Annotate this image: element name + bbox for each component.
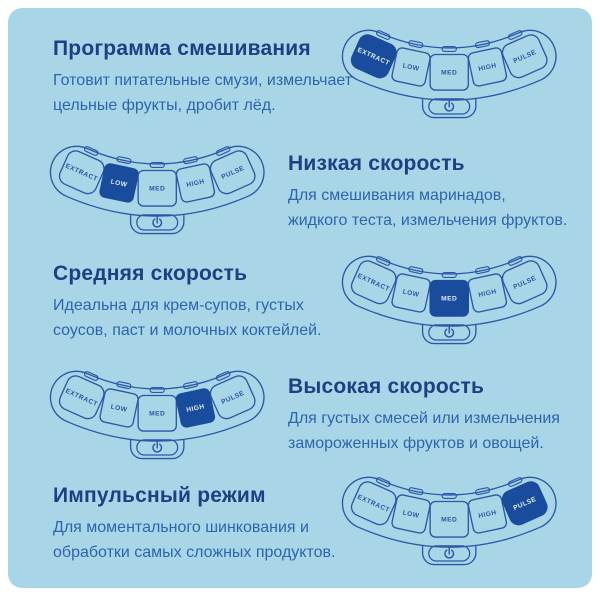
section-low-speed: Низкая скорость Для смешивания маринадов… [288, 152, 567, 233]
indicator-slot [441, 492, 457, 499]
section-description-line: Для моментального шинкования и [53, 519, 309, 536]
power-button [136, 214, 179, 231]
control-panel-pulse-active: EXTRACT LOW MED HIGH PULSE [341, 476, 557, 566]
button-extract: EXTRACT [350, 30, 397, 79]
indicator-slot [441, 271, 457, 278]
indicator-slot [215, 371, 231, 381]
button-med: MED [429, 492, 469, 538]
indicator-slot [83, 146, 99, 156]
indicator-slot [474, 487, 491, 496]
section-description-line: Для густых смесей или измельчения [288, 410, 560, 427]
button-label: MED [149, 185, 165, 192]
section-title: Низкая скорость [288, 152, 465, 175]
section-title: Средняя скорость [53, 262, 248, 285]
section-description-line: жидкого теста, измельчения фруктов. [288, 212, 568, 229]
indicator-slot [408, 266, 424, 275]
power-icon [444, 100, 455, 112]
button-label: HIGH [478, 509, 497, 520]
button-low: LOW [391, 266, 431, 313]
button-low: LOW [391, 487, 431, 534]
panel-band-fill [51, 371, 264, 441]
section-description-line: цельные фрукты, дробит лёд. [53, 97, 276, 114]
section-description-line: обработки самых сложных продуктов. [53, 544, 336, 561]
indicator-slot [375, 30, 391, 40]
indicator-slot [408, 487, 424, 496]
button-label: MED [441, 295, 457, 302]
panel-band-fill [51, 146, 264, 216]
indicator-slot [83, 371, 99, 381]
button-label: MED [149, 410, 165, 417]
button-med: MED [429, 45, 469, 91]
indicator-slot [474, 266, 491, 275]
button-label: MED [441, 69, 457, 76]
button-med: MED [137, 386, 177, 432]
control-panel-extract-active: EXTRACT LOW MED HIGH PULSE [341, 29, 557, 119]
button-label: LOW [402, 62, 420, 72]
button-med: MED [137, 161, 177, 207]
button-label: LOW [110, 178, 128, 188]
control-panel-low-active: EXTRACT LOW MED HIGH PULSE [49, 145, 265, 235]
button-high: HIGH [175, 156, 216, 203]
button-label: HIGH [186, 403, 205, 414]
section-mixing-program: Программа смешивания Готовит питательные… [53, 37, 352, 118]
power-icon [444, 326, 455, 338]
indicator-slot [182, 156, 199, 165]
indicator-slot [215, 146, 231, 156]
indicator-slot [375, 477, 391, 487]
section-description-line: Готовит питательные смузи, измельчает [53, 72, 353, 89]
indicator-slot [182, 381, 199, 390]
button-label: MED [441, 516, 457, 523]
button-pulse: PULSE [501, 477, 548, 526]
button-label: LOW [402, 288, 420, 298]
button-high: HIGH [467, 40, 508, 87]
section-title: Импульсный режим [53, 484, 266, 507]
section-title: Программа смешивания [53, 37, 311, 60]
section-description-line: Для смешивания маринадов, [288, 187, 506, 204]
section-title: Высокая скорость [288, 375, 485, 398]
button-label: HIGH [186, 178, 205, 189]
power-icon [444, 547, 455, 559]
power-icon [152, 216, 163, 228]
button-low: LOW [99, 156, 139, 203]
section-pulse-mode: Импульсный режим Для моментального шинко… [53, 484, 335, 565]
power-button [136, 439, 179, 456]
indicator-slot [441, 45, 457, 52]
button-low: LOW [99, 381, 139, 428]
indicator-slot [116, 381, 132, 390]
section-description-line: Идеальна для крем-супов, густых [53, 297, 304, 314]
button-high: HIGH [467, 487, 508, 534]
button-label: LOW [110, 403, 128, 413]
button-med: MED [429, 271, 469, 317]
indicator-slot [408, 40, 424, 49]
indicator-slot [507, 30, 523, 40]
indicator-slot [149, 161, 165, 168]
indicator-slot [116, 156, 132, 165]
indicator-slot [474, 40, 491, 49]
section-high-speed: Высокая скорость Для густых смесей или и… [288, 375, 560, 456]
button-label: HIGH [478, 62, 497, 73]
power-icon [152, 441, 163, 453]
control-panel-high-active: EXTRACT LOW MED HIGH PULSE [49, 370, 265, 460]
section-description-line: соусов, паст и молочных коктейлей. [53, 322, 322, 339]
button-label: HIGH [478, 288, 497, 299]
power-button [428, 545, 471, 562]
indicator-slot [507, 256, 523, 266]
button-high: HIGH [175, 381, 216, 428]
indicator-slot [149, 386, 165, 393]
power-button [428, 324, 471, 341]
button-low: LOW [391, 40, 431, 87]
indicator-slot [507, 477, 523, 487]
indicator-slot [375, 256, 391, 266]
power-button [428, 98, 471, 115]
button-high: HIGH [467, 266, 508, 313]
control-panel-med-active: EXTRACT LOW MED HIGH PULSE [341, 255, 557, 345]
button-label: LOW [402, 509, 420, 519]
section-medium-speed: Средняя скорость Идеальна для крем-супов… [53, 262, 322, 343]
section-description-line: замороженных фруктов и овощей. [288, 435, 544, 452]
